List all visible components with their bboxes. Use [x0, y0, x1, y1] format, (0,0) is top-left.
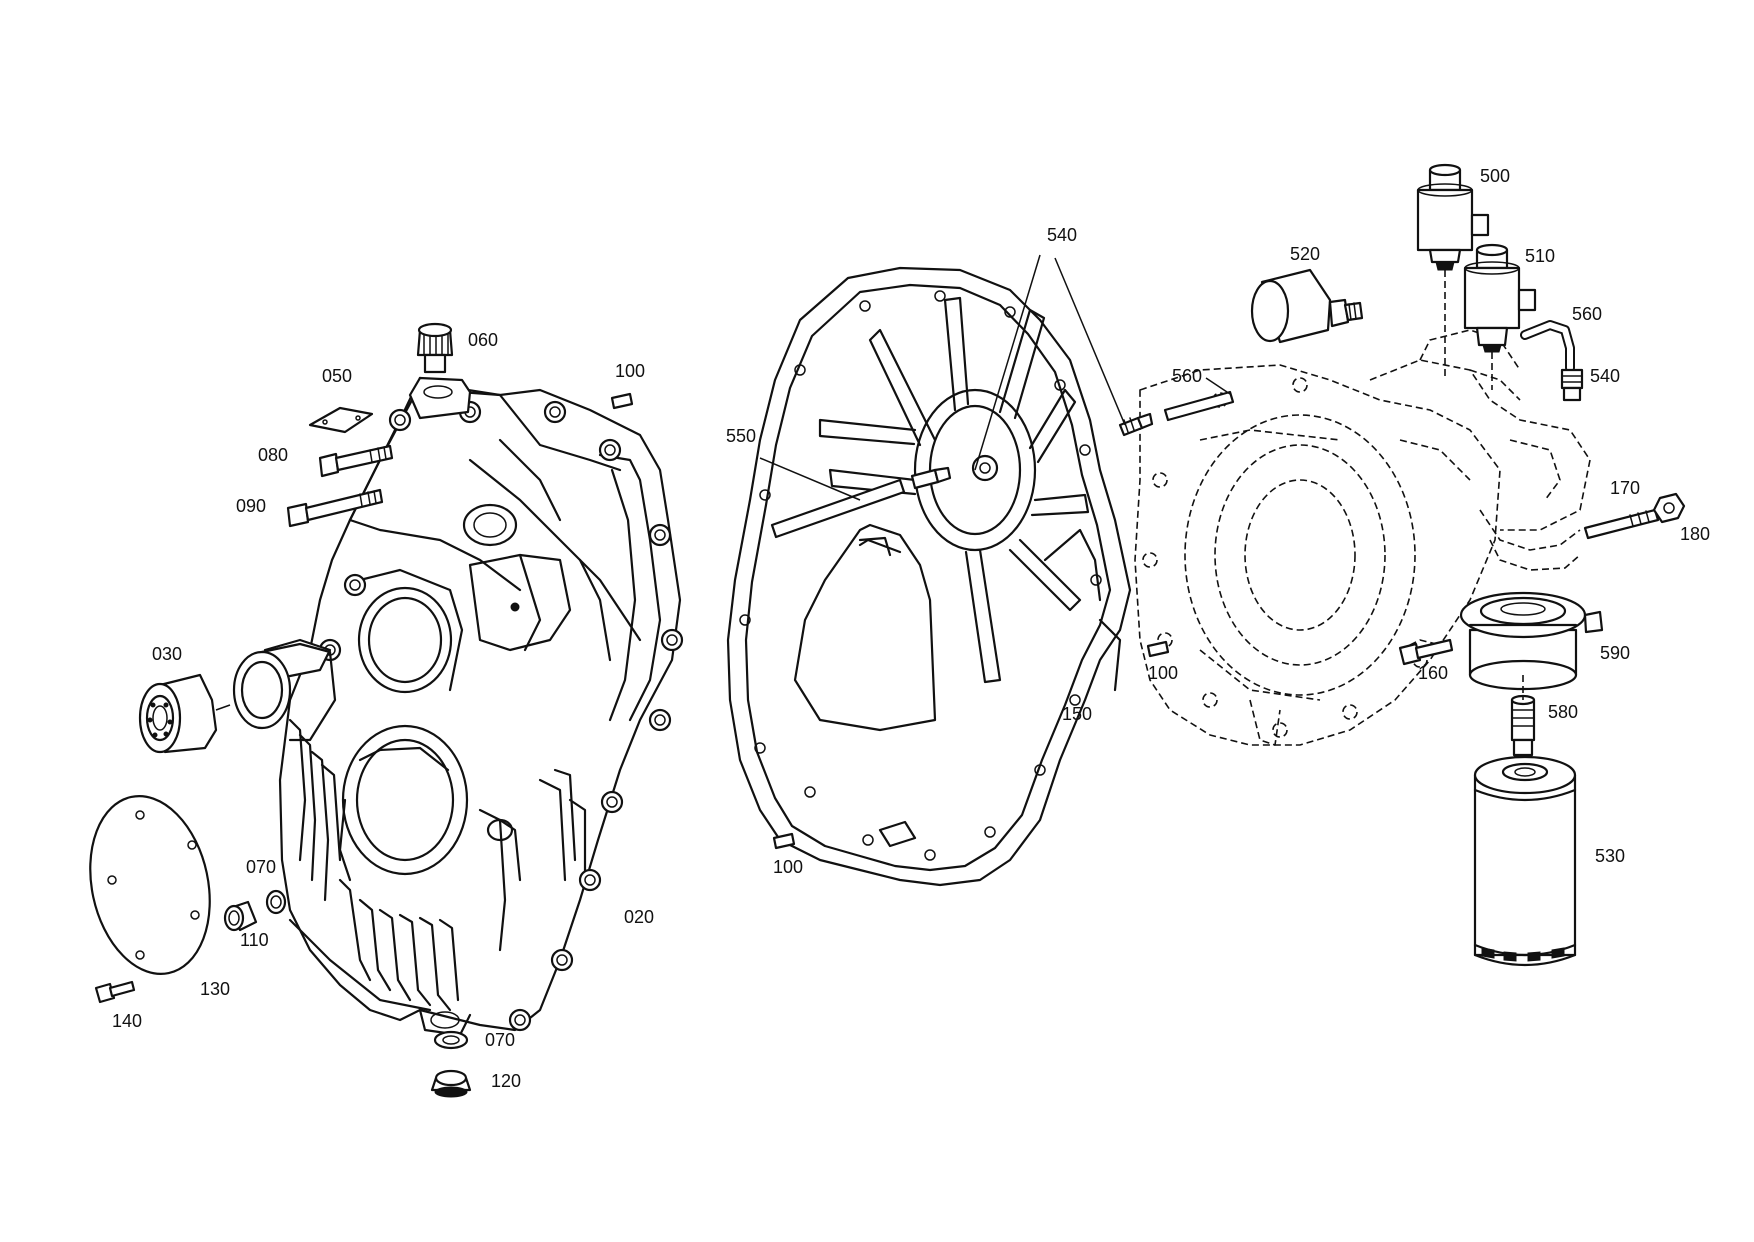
valve-510: [1463, 243, 1537, 353]
pin-100-bottom: [772, 832, 796, 850]
bearing-030: [138, 673, 218, 754]
callout-500: 500: [1480, 166, 1510, 186]
rod-550: [770, 478, 906, 539]
plug-120: [430, 1069, 472, 1098]
callout-560-right: 560: [1572, 304, 1602, 324]
callout-170: 170: [1610, 478, 1640, 498]
sensor-520: [1250, 268, 1364, 344]
callout-080: 080: [258, 445, 288, 465]
callout-540-right: 540: [1590, 366, 1620, 386]
elbow-560-right: [1520, 320, 1575, 373]
oil-filter-530: [1473, 755, 1577, 967]
pin-100-mid: [1146, 640, 1170, 658]
callout-100-top: 100: [615, 361, 645, 381]
plate-050: [308, 406, 374, 434]
bolt-080: [318, 444, 394, 478]
bolt-160: [1398, 638, 1454, 666]
callout-520: 520: [1290, 244, 1320, 264]
leader-lines: [215, 254, 1231, 711]
callout-560-center: 560: [1172, 366, 1202, 386]
nipple-580: [1510, 694, 1536, 763]
callout-540-center: 540: [1047, 225, 1077, 245]
pin-100-top: [610, 392, 634, 410]
callout-020: 020: [624, 907, 654, 927]
fitting-540-right: [1560, 368, 1584, 402]
transmission-housing-dashed: [1134, 329, 1591, 746]
callout-550: 550: [726, 426, 756, 446]
callout-100-bottom: 100: [773, 857, 803, 877]
filter-head-590: [1459, 591, 1604, 691]
callout-100-mid: 100: [1148, 663, 1178, 683]
callout-510: 510: [1525, 246, 1555, 266]
callout-160: 160: [1418, 663, 1448, 683]
valve-500: [1416, 163, 1490, 271]
cover-130: [89, 795, 211, 975]
callout-580: 580: [1548, 702, 1578, 722]
fitting-540-center: [1118, 412, 1154, 437]
callout-140: 140: [112, 1011, 142, 1031]
plug-110: [223, 900, 258, 932]
bell-housing-cover-150: [726, 266, 1132, 887]
callout-130: 130: [200, 979, 230, 999]
callout-090: 090: [236, 496, 266, 516]
callout-110: 110: [240, 930, 269, 950]
screw-140: [94, 980, 136, 1004]
dashed-links: [1444, 270, 1524, 700]
nut-180: [1652, 492, 1686, 524]
callout-050: 050: [322, 366, 352, 386]
plug-060: [416, 322, 454, 374]
callout-120: 120: [491, 1071, 521, 1091]
callout-150: 150: [1062, 704, 1092, 724]
bolt-170: [1583, 508, 1660, 540]
callout-530: 530: [1595, 846, 1625, 866]
callout-180: 180: [1680, 524, 1710, 544]
seal-070-bottom: [433, 1030, 469, 1050]
callout-590: 590: [1600, 643, 1630, 663]
main-housing-020: [232, 376, 684, 1037]
callout-060: 060: [468, 330, 498, 350]
tube-560-center: [1163, 390, 1235, 422]
bolt-090: [286, 488, 384, 528]
callout-labels: 020 030 050 060 070 070 080 090 100 100 …: [112, 166, 1710, 1091]
callout-070-bottom: 070: [485, 1030, 515, 1050]
callout-030: 030: [152, 644, 182, 664]
seal-070-side: [265, 889, 287, 915]
callout-070-side: 070: [246, 857, 276, 877]
